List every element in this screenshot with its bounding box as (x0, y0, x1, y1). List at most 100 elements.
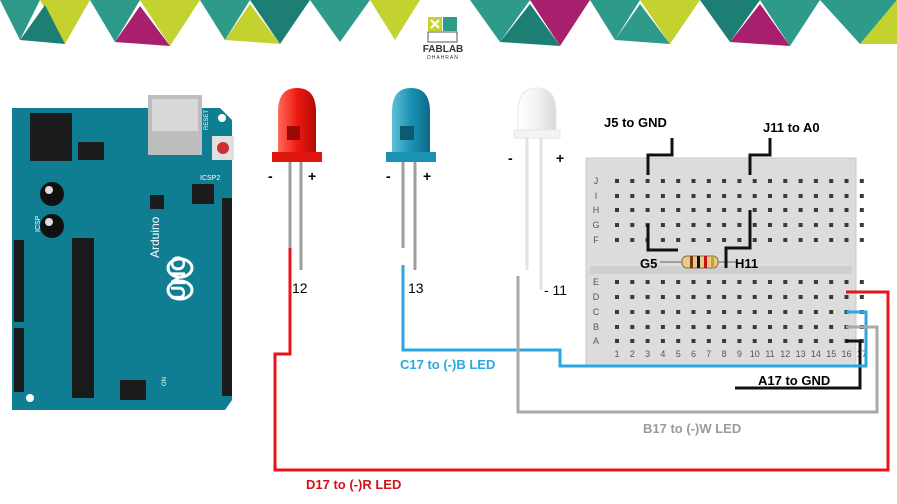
breadboard-hole (660, 310, 665, 314)
breadboard-hole (676, 194, 681, 198)
column-label: 3 (645, 349, 650, 359)
column-label: 9 (737, 349, 742, 359)
breadboard-hole (691, 179, 696, 183)
led-white-plus: + (556, 150, 565, 166)
breadboard-hole (630, 325, 635, 329)
breadboard-hole (813, 238, 818, 242)
column-label: 4 (660, 349, 665, 359)
breadboard-hole (844, 194, 849, 198)
breadboard-hole (660, 223, 665, 227)
breadboard-hole (615, 238, 619, 242)
breadboard-hole (706, 208, 711, 212)
breadboard-hole (798, 339, 803, 343)
resistor (660, 255, 736, 269)
led-white-pin: - 11 (544, 282, 568, 298)
breadboard-hole (859, 194, 864, 198)
led-blue-minus: - (386, 168, 391, 184)
breadboard-hole (691, 325, 696, 329)
row-label: J (594, 176, 599, 186)
led-red-plus: + (308, 168, 317, 184)
breadboard-hole (706, 339, 711, 343)
breadboard-hole (676, 325, 681, 329)
breadboard-hole (859, 295, 864, 299)
led-blue (386, 88, 436, 270)
breadboard-hole (829, 238, 834, 242)
analog-header (14, 328, 24, 392)
logo-name: FABLAB (422, 44, 464, 55)
breadboard-hole (660, 238, 665, 242)
wire-b17-white (516, 276, 879, 414)
breadboard-hole (798, 310, 803, 314)
breadboard-hole (645, 208, 650, 212)
breadboard-hole (737, 223, 742, 227)
column-label: 6 (691, 349, 696, 359)
row-label: H (593, 205, 600, 215)
breadboard-hole (615, 194, 619, 198)
breadboard-hole (706, 310, 711, 314)
breadboard-hole (752, 310, 757, 314)
wire-j11-a0 (748, 138, 772, 175)
breadboard-hole (722, 310, 727, 314)
breadboard-hole (813, 295, 818, 299)
breadboard-hole (768, 194, 772, 198)
breadboard-hole (722, 238, 727, 242)
breadboard-hole (829, 223, 834, 227)
breadboard-hole (752, 339, 757, 343)
breadboard-hole (768, 208, 772, 212)
column-label: 14 (811, 349, 821, 359)
breadboard-hole (798, 223, 803, 227)
breadboard-hole (844, 179, 849, 183)
led-white (513, 87, 561, 290)
breadboard-hole (752, 295, 757, 299)
breadboard-hole (783, 238, 788, 242)
breadboard-hole (737, 280, 742, 284)
icsp2-label: ICSP2 (200, 175, 220, 182)
breadboard-hole (660, 295, 665, 299)
breadboard-hole (783, 339, 788, 343)
breadboard-hole (722, 223, 727, 227)
arduino-brand: Arduino (148, 216, 162, 258)
breadboard-hole (844, 238, 849, 242)
breadboard-hole (737, 295, 742, 299)
breadboard-hole (752, 208, 757, 212)
led-red-pin: 12 (292, 280, 308, 296)
column-label: 15 (826, 349, 836, 359)
fablab-logo-mark (427, 17, 458, 43)
wire-h11-resistor (724, 210, 752, 268)
breadboard-hole (752, 223, 757, 227)
breadboard-hole (630, 339, 635, 343)
row-label: G (592, 220, 599, 230)
breadboard-hole (645, 310, 650, 314)
breadboard-hole (768, 179, 772, 183)
led-blue-pin: 13 (408, 280, 424, 296)
led-white-minus: - (508, 150, 513, 166)
column-label: 13 (796, 349, 806, 359)
row-label: E (593, 277, 599, 287)
digital-header (222, 198, 232, 396)
breadboard-hole (813, 339, 818, 343)
breadboard-hole (645, 179, 650, 183)
breadboard-hole (706, 280, 711, 284)
breadboard-hole (722, 208, 727, 212)
breadboard-hole (676, 339, 681, 343)
breadboard-hole (615, 223, 619, 227)
breadboard-hole (615, 208, 619, 212)
breadboard-hole (676, 280, 681, 284)
breadboard-hole (615, 280, 619, 284)
breadboard-hole (660, 325, 665, 329)
label-b17: B17 to (-)W LED (643, 421, 742, 436)
breadboard-hole (615, 179, 619, 183)
row-label: D (593, 292, 600, 302)
breadboard-hole (844, 280, 849, 284)
breadboard-hole (706, 194, 711, 198)
breadboard-hole (813, 310, 818, 314)
label-j11: J11 to A0 (763, 120, 820, 135)
resistor-left-label: G5 (640, 256, 658, 271)
breadboard-hole (706, 295, 711, 299)
breadboard-hole (768, 238, 772, 242)
breadboard-hole (722, 179, 727, 183)
breadboard-hole (615, 325, 619, 329)
column-label: 16 (841, 349, 851, 359)
